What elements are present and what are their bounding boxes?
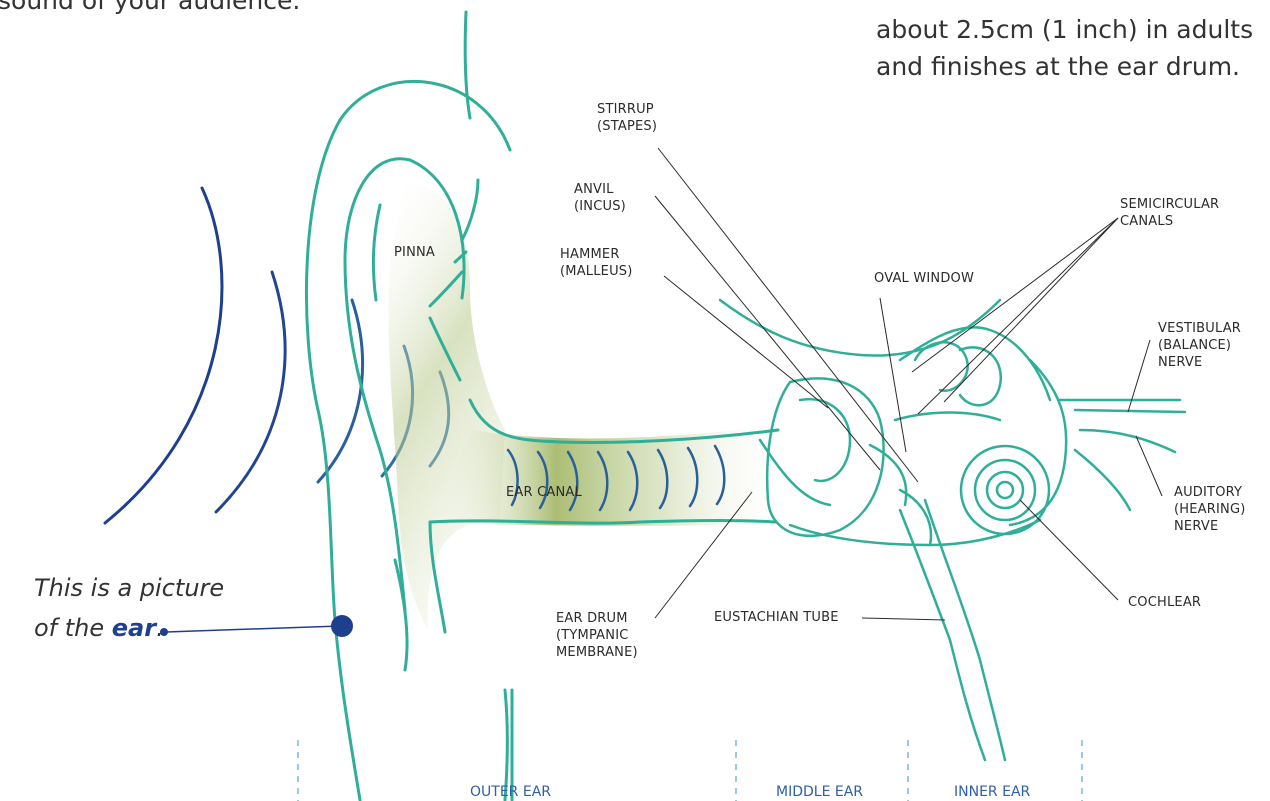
label-ear-canal: EAR CANAL <box>506 484 582 501</box>
caption-prefix: of the <box>34 614 112 642</box>
label-anvil: ANVIL (INCUS) <box>574 181 626 215</box>
label-eustachian-tube: EUSTACHIAN TUBE <box>714 609 839 626</box>
intro-text-left: sound of your audience. <box>0 0 300 19</box>
section-middle-ear: MIDDLE EAR <box>776 784 863 800</box>
label-pinna: PINNA <box>394 244 435 261</box>
leader-hammer <box>664 276 828 408</box>
label-oval-window: OVAL WINDOW <box>874 270 974 287</box>
middle-inner-ear-outline <box>720 300 1185 760</box>
leader-eustachian <box>862 618 945 620</box>
caption-suffix: . <box>156 614 164 642</box>
section-inner-ear: INNER EAR <box>954 784 1030 800</box>
leader-semicircular-3 <box>918 218 1118 414</box>
ear-canal-fill <box>430 425 790 526</box>
leader-semicircular-2 <box>944 218 1118 402</box>
caption-line2: of the ear. <box>34 608 224 648</box>
label-vestibular-nerve: VESTIBULAR (BALANCE) NERVE <box>1158 320 1241 371</box>
leader-semicircular-1 <box>912 218 1118 372</box>
caption-pointer-dot-large <box>331 615 353 637</box>
caption-line1: This is a picture <box>34 568 224 608</box>
sound-wave-1 <box>105 188 222 523</box>
label-stirrup: STIRRUP (STAPES) <box>597 101 657 135</box>
intro-text-right-line2: and finishes at the ear drum. <box>876 48 1240 85</box>
intro-text-right-line1: about 2.5cm (1 inch) in adults <box>876 11 1253 48</box>
label-auditory-nerve: AUDITORY (HEARING) NERVE <box>1174 484 1246 535</box>
label-semicircular-canals: SEMICIRCULAR CANALS <box>1120 196 1219 230</box>
leader-oval-window <box>880 298 906 452</box>
leader-cochlear <box>1020 500 1118 600</box>
sound-wave-2 <box>216 272 285 512</box>
cochlea <box>961 446 1049 534</box>
label-cochlear: COCHLEAR <box>1128 594 1201 611</box>
leader-lines <box>655 148 1162 620</box>
caption-bold: ear <box>112 614 156 642</box>
label-hammer: HAMMER (MALLEUS) <box>560 246 633 280</box>
caption: This is a picture of the ear. <box>34 568 224 648</box>
section-outer-ear: OUTER EAR <box>470 784 551 800</box>
leader-stirrup <box>658 148 918 482</box>
label-ear-drum: EAR DRUM (TYMPANIC MEMBRANE) <box>556 610 638 661</box>
